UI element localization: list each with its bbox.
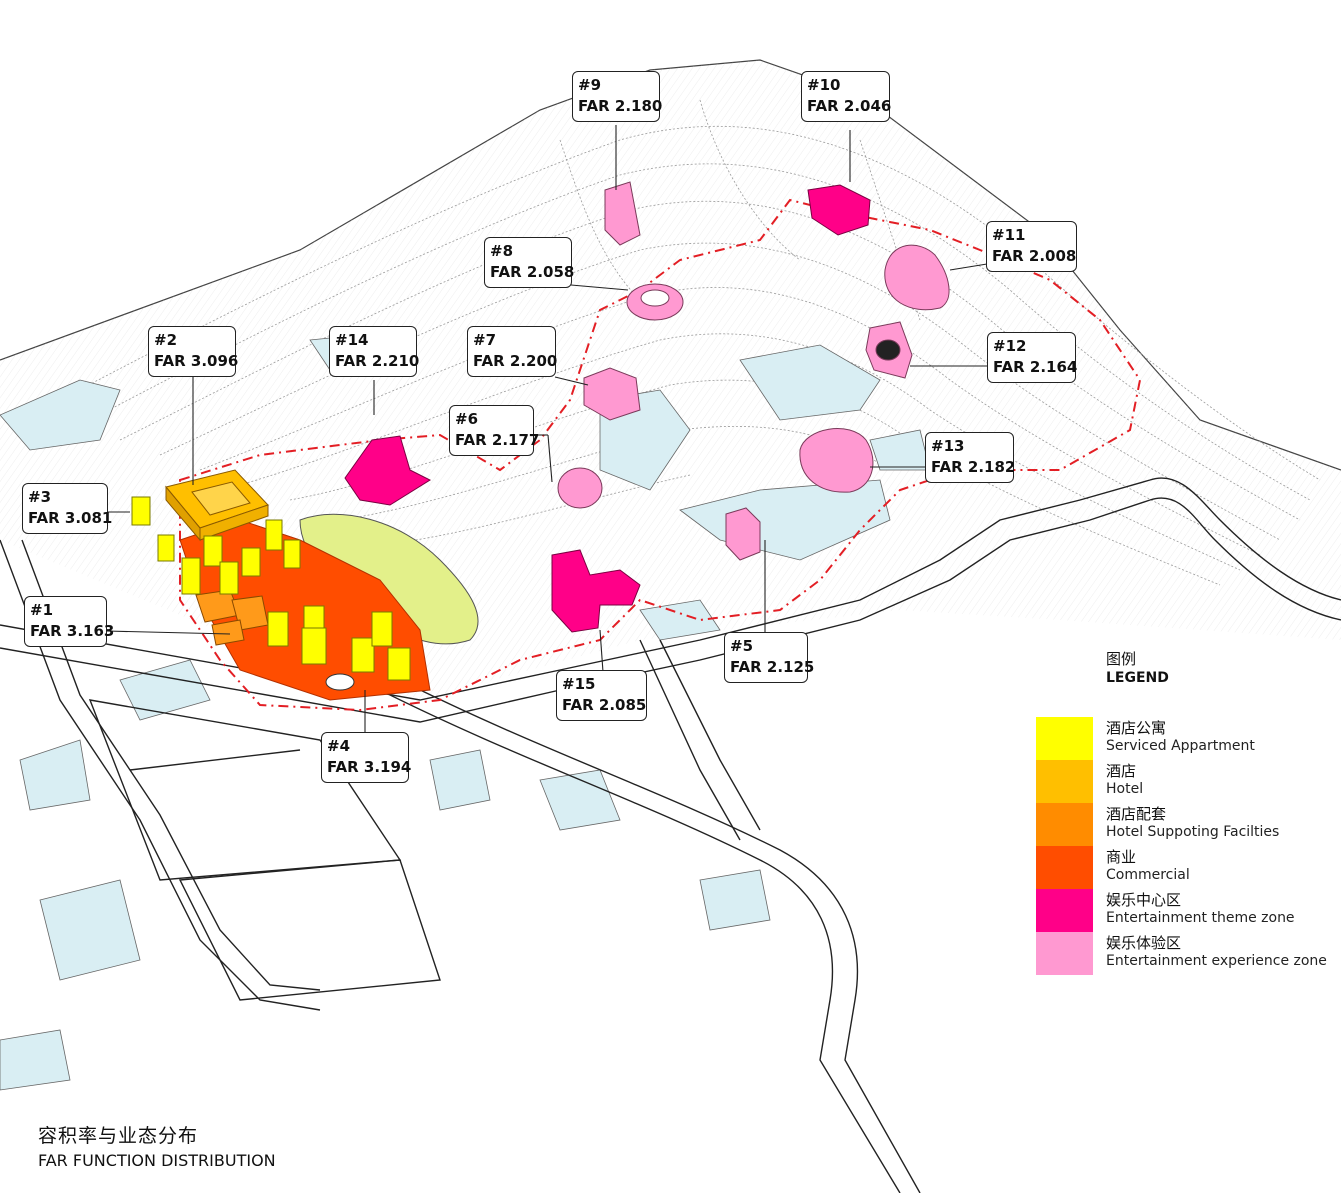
callout-far: FAR 2.008: [992, 247, 1077, 265]
callout-11: #11 FAR 2.008: [986, 221, 1077, 272]
callout-14: #14 FAR 2.210: [329, 326, 420, 377]
callout-id: #10: [807, 76, 841, 94]
callout-far: FAR 3.096: [154, 352, 239, 370]
legend-label-en: Serviced Appartment: [1106, 738, 1255, 754]
legend-label-en: Entertainment experience zone: [1106, 953, 1327, 969]
callout-id: #7: [473, 331, 497, 349]
callout-7: #7 FAR 2.200: [467, 326, 558, 377]
callout-id: #13: [931, 437, 965, 455]
legend-label-cn: 娱乐中心区: [1106, 891, 1182, 909]
legend-label-en: Hotel Suppoting Facilties: [1106, 824, 1280, 840]
legend-label-en: Commercial: [1106, 867, 1190, 883]
callout-13: #13 FAR 2.182: [925, 432, 1016, 483]
legend-label-cn: 酒店配套: [1106, 805, 1167, 823]
legend-label-cn: 商业: [1106, 848, 1137, 866]
callout-far: FAR 2.125: [730, 658, 815, 676]
callout-id: #8: [490, 242, 514, 260]
callout-id: #2: [154, 331, 178, 349]
callout-far: FAR 3.194: [327, 758, 412, 776]
callout-far: FAR 2.180: [578, 97, 663, 115]
callout-id: #4: [327, 737, 351, 755]
leader-lines: [105, 125, 988, 733]
legend-swatch: [1036, 760, 1093, 803]
legend-swatch: [1036, 717, 1093, 760]
callout-id: #11: [992, 226, 1026, 244]
hotel-block: [165, 469, 269, 542]
caption-cn: 容积率与业态分布: [38, 1125, 199, 1147]
callout-far: FAR 2.210: [335, 352, 420, 370]
callout-id: #6: [455, 410, 479, 428]
legend-swatch: [1036, 889, 1093, 932]
caption-en: FAR FUNCTION DISTRIBUTION: [38, 1151, 276, 1170]
callout-id: #3: [28, 488, 52, 506]
callout-far: FAR 3.081: [28, 509, 113, 527]
legend-item-entertainment-theme: 娱乐中心区 Entertainment theme zone: [1036, 889, 1336, 932]
callout-15: #15 FAR 2.085: [556, 670, 647, 721]
callout-id: #15: [562, 675, 596, 693]
apartment-towers: [131, 496, 411, 681]
legend-label-cn: 娱乐体验区: [1106, 934, 1182, 952]
legend-item-commercial: 商业 Commercial: [1036, 846, 1336, 889]
callout-far: FAR 2.200: [473, 352, 558, 370]
road-network: [0, 477, 1341, 1193]
legend-title-en: LEGEND: [1106, 670, 1169, 686]
callout-far: FAR 2.046: [807, 97, 892, 115]
callout-10: #10 FAR 2.046: [801, 71, 892, 122]
legend-label-cn: 酒店公寓: [1106, 719, 1167, 737]
theme-zone-buildings: [344, 184, 871, 633]
callout-far: FAR 2.177: [455, 431, 540, 449]
callout-6: #6 FAR 2.177: [449, 405, 540, 456]
callout-9: #9 FAR 2.180: [572, 71, 663, 122]
legend-label-en: Hotel: [1106, 781, 1144, 797]
callout-1: #1 FAR 3.163: [24, 596, 115, 647]
legend-item-hotel-facilities: 酒店配套 Hotel Suppoting Facilties: [1036, 803, 1336, 846]
callout-3: #3 FAR 3.081: [22, 483, 113, 534]
callout-id: #1: [30, 601, 54, 619]
callout-id: #12: [993, 337, 1027, 355]
callout-far: FAR 3.163: [30, 622, 115, 640]
legend-label-cn: 酒店: [1106, 762, 1137, 780]
callout-far: FAR 2.164: [993, 358, 1078, 376]
site-boundary: [179, 198, 1142, 712]
callout-5: #5 FAR 2.125: [724, 632, 815, 683]
callout-12: #12 FAR 2.164: [987, 332, 1078, 383]
callout-4: #4 FAR 3.194: [321, 732, 412, 783]
legend-item-serviced-apartment: 酒店公寓 Serviced Appartment: [1036, 717, 1336, 760]
callout-far: FAR 2.182: [931, 458, 1016, 476]
legend-title-cn: 图例: [1106, 650, 1137, 668]
callout-8: #8 FAR 2.058: [484, 237, 575, 288]
callout-id: #14: [335, 331, 369, 349]
legend-item-entertainment-experience: 娱乐体验区 Entertainment experience zone: [1036, 932, 1336, 975]
legend-label-en: Entertainment theme zone: [1106, 910, 1295, 926]
legend-item-hotel: 酒店 Hotel: [1036, 760, 1336, 803]
legend-swatch: [1036, 932, 1093, 975]
callout-far: FAR 2.085: [562, 696, 647, 714]
callout-2: #2 FAR 3.096: [148, 326, 239, 377]
callout-id: #9: [578, 76, 602, 94]
legend-swatch: [1036, 846, 1093, 889]
experience-zone-buildings: [557, 181, 950, 561]
callout-id: #5: [730, 637, 754, 655]
callout-far: FAR 2.058: [490, 263, 575, 281]
legend-swatch: [1036, 803, 1093, 846]
hotel-facilities: [195, 589, 269, 646]
